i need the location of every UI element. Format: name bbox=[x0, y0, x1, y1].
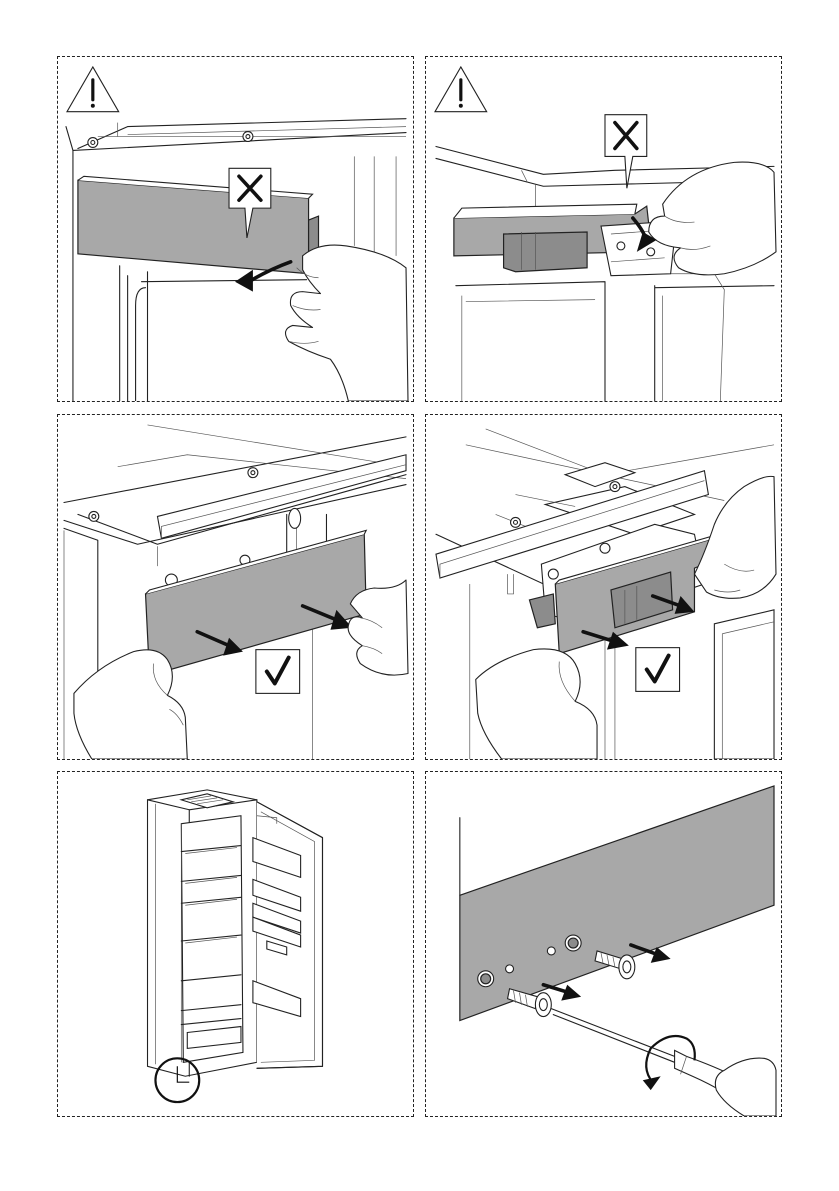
panel-1-drawing bbox=[58, 57, 413, 401]
warning-triangle-icon-part bbox=[91, 104, 95, 108]
check-mark-icon bbox=[256, 650, 300, 694]
illustration-panel-remove-cover-correct bbox=[57, 414, 414, 760]
panel-2-drawing-part bbox=[647, 248, 655, 256]
panel-4-drawing-part bbox=[565, 463, 635, 487]
warning-triangle-icon-part bbox=[459, 104, 463, 108]
panel-3-drawing bbox=[58, 415, 413, 759]
screw-icon-part bbox=[539, 999, 547, 1011]
panel-4-drawing-part bbox=[486, 429, 774, 475]
cross-mark-icon bbox=[605, 115, 647, 189]
screw-icon-part bbox=[92, 514, 96, 518]
panel-5-drawing bbox=[58, 772, 413, 1116]
panel-1-drawing-part bbox=[235, 270, 253, 292]
warning-triangle-icon bbox=[435, 67, 487, 112]
warning-triangle-icon bbox=[67, 67, 119, 112]
illustration-panel-remove-cover-wrong bbox=[57, 56, 414, 402]
panel-1-drawing-part bbox=[136, 288, 146, 401]
panel-6-drawing-part bbox=[481, 974, 491, 984]
hand bbox=[715, 1058, 776, 1116]
panel-3-drawing-part bbox=[157, 455, 406, 539]
panel-6-drawing bbox=[426, 772, 781, 1116]
panel-1-drawing-part bbox=[120, 266, 148, 401]
panel-4-drawing-part bbox=[714, 610, 774, 759]
panel-4-drawing-part bbox=[508, 574, 514, 594]
cover-strip bbox=[460, 786, 774, 1021]
screw-icon-part bbox=[91, 141, 95, 145]
panel-1-drawing-part bbox=[142, 280, 307, 282]
rotate-arrow-icon-part bbox=[643, 1076, 661, 1090]
panel-2-drawing-part bbox=[462, 296, 595, 401]
panel-1-drawing-part bbox=[78, 119, 406, 149]
panel-6-drawing-part bbox=[568, 938, 578, 948]
illustration-panel-release-hinge-wrong bbox=[425, 56, 782, 402]
panel-4-drawing bbox=[426, 415, 781, 759]
panel-2-drawing-part bbox=[651, 274, 725, 401]
panel-1-drawing-part bbox=[354, 156, 396, 255]
panel-4-drawing-part bbox=[529, 594, 555, 628]
panel-6-drawing-part bbox=[551, 1009, 674, 1057]
check-mark-icon-part bbox=[256, 650, 300, 694]
illustration-panel-appliance-overview bbox=[57, 771, 414, 1117]
panel-1-drawing-part bbox=[66, 127, 73, 401]
panel-2-drawing-part bbox=[655, 286, 774, 401]
hand bbox=[74, 650, 187, 759]
screw-icon-part bbox=[251, 471, 255, 475]
panel-6-drawing-part bbox=[547, 947, 555, 955]
panel-4-drawing-part bbox=[600, 543, 610, 553]
screw-icon-part bbox=[623, 961, 631, 973]
panel-3-drawing-part bbox=[289, 508, 301, 528]
hand bbox=[286, 245, 408, 401]
screw-icon-part bbox=[514, 520, 518, 524]
hand bbox=[348, 580, 408, 675]
panel-2-drawing-part bbox=[617, 242, 625, 250]
check-mark-icon-part bbox=[636, 648, 680, 692]
hand bbox=[476, 649, 597, 759]
panel-4-drawing-part bbox=[548, 569, 558, 579]
panel-3-drawing-part bbox=[148, 425, 406, 467]
panel-6-drawing-part bbox=[553, 1015, 674, 1063]
cross-mark-icon-part bbox=[605, 115, 647, 189]
illustration-panel-remove-hinge-cover-correct bbox=[425, 414, 782, 760]
panel-6-drawing-part bbox=[506, 965, 514, 973]
panel-6-drawing-part bbox=[561, 985, 581, 1001]
check-mark-icon bbox=[636, 648, 680, 692]
panel-2-drawing bbox=[426, 57, 781, 401]
screw-icon-part bbox=[246, 135, 250, 139]
panel-2-drawing-part bbox=[504, 232, 588, 272]
screw-icon-part bbox=[613, 485, 617, 489]
illustration-panel-screw-hinge bbox=[425, 771, 782, 1117]
panel-1-drawing-part bbox=[73, 133, 406, 151]
